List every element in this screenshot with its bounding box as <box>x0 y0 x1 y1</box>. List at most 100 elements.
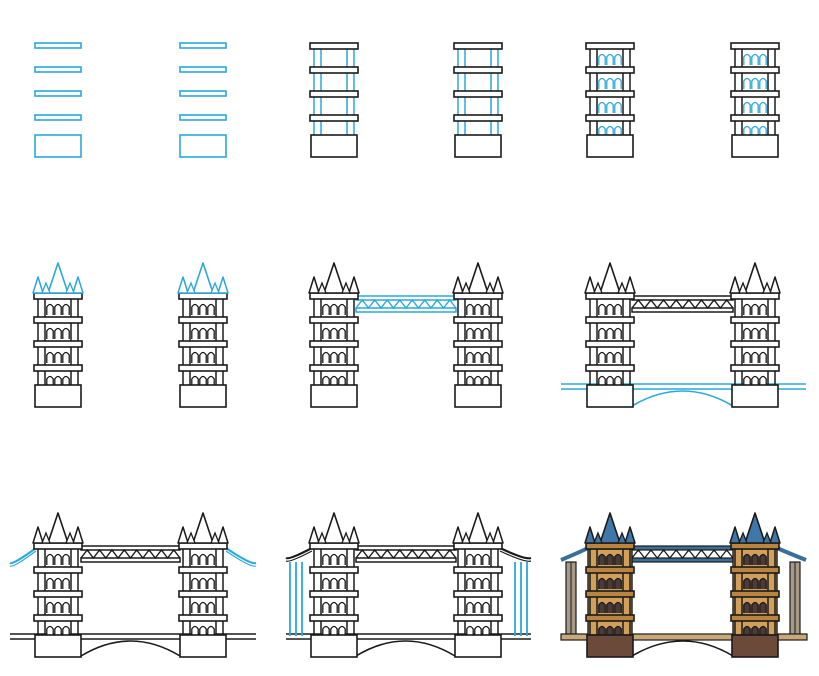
step-9-tower-1 <box>584 512 636 658</box>
tower-arch-2-1 <box>466 577 474 589</box>
tower-band-4 <box>453 614 503 622</box>
tower-base <box>179 634 227 658</box>
tower-base <box>454 634 502 658</box>
tower-band-1 <box>585 292 635 300</box>
tower-band-1 <box>453 542 503 550</box>
tower-arch-2-1 <box>466 327 474 339</box>
tower-arch-3-2 <box>474 351 482 363</box>
new-band-4 <box>34 114 82 121</box>
tower-arch-3-3 <box>482 601 490 613</box>
tower-arch-1-1 <box>466 553 474 565</box>
tower-arch-1-3 <box>759 303 767 315</box>
tower-band-3 <box>309 340 359 348</box>
tower-turret-1 <box>308 526 320 544</box>
new-band-1 <box>179 42 227 49</box>
tower-turret-1 <box>452 276 464 294</box>
tower-arch-2-3 <box>207 327 215 339</box>
new-arch-2-3 <box>614 77 622 89</box>
new-arch-1-2 <box>606 53 614 65</box>
tower-side-spire-2 <box>485 531 495 544</box>
base <box>586 134 634 158</box>
tower-arch-1-3 <box>482 553 490 565</box>
tower-arch-3-1 <box>466 601 474 613</box>
tower-band-2 <box>33 566 83 574</box>
tower-arch-3-3 <box>62 351 70 363</box>
tower-band-2 <box>453 316 503 324</box>
new-arch-1-3 <box>759 53 767 65</box>
roadway-arch <box>80 640 181 657</box>
tower-arch-3-1 <box>46 351 54 363</box>
tower-arch-1-3 <box>614 303 622 315</box>
tower-turret-2 <box>348 276 360 294</box>
tower-centre-spire <box>599 262 621 294</box>
step-8-tower-1 <box>308 512 360 658</box>
step-1-tower-1 <box>34 42 82 158</box>
road-deck <box>560 633 808 641</box>
tower-arch-2-2 <box>330 577 338 589</box>
new-walkway-top-chord <box>355 295 457 301</box>
tower-band-2 <box>309 566 359 574</box>
tower-arch-2-2 <box>606 327 614 339</box>
band-band-3 <box>309 90 359 98</box>
new-walkway-zigzag <box>355 298 457 310</box>
tower-band-4 <box>453 364 503 372</box>
tower-band-2 <box>178 566 228 574</box>
tower-base <box>34 634 82 658</box>
band-band-2 <box>309 66 359 74</box>
road-arch <box>631 640 734 657</box>
tower-arch-3-3 <box>338 601 346 613</box>
tower-turret-2 <box>769 276 781 294</box>
new-band-1 <box>34 42 82 49</box>
tower-side-spire-1 <box>186 281 196 294</box>
new-cable-right-inner <box>225 550 257 567</box>
new-cable-left-inner <box>9 550 37 567</box>
tower-side-spire-1 <box>738 531 748 544</box>
cable-right <box>499 547 532 560</box>
tower-side-spire-2 <box>65 531 75 544</box>
tower-arch-2-3 <box>759 577 767 589</box>
tower-turret-2 <box>769 526 781 544</box>
tower-base <box>731 384 779 408</box>
tower-centre-spire <box>47 262 69 294</box>
walkway-zigzag <box>631 548 734 560</box>
tower-arch-3-1 <box>46 601 54 613</box>
tower-side-spire-1 <box>461 531 471 544</box>
walkway-zigzag <box>80 548 181 560</box>
tower-arch-3-2 <box>199 351 207 363</box>
band-band-4 <box>585 114 635 122</box>
tower-band-3 <box>33 340 83 348</box>
tower-arch-3-1 <box>466 351 474 363</box>
tower-turret-2 <box>72 276 84 294</box>
new-band-2 <box>34 66 82 73</box>
new-roadway-arch <box>631 390 734 407</box>
step-5-panel <box>308 262 504 408</box>
tower-centre-spire <box>323 512 345 544</box>
roadway-arch <box>355 640 456 657</box>
cable-left-inner <box>285 550 313 562</box>
tower-arch-2-2 <box>751 577 759 589</box>
tower-base <box>586 384 634 408</box>
tower-arch-2-1 <box>191 577 199 589</box>
tower-arch-3-3 <box>759 601 767 613</box>
new-arch-3-1 <box>598 101 606 113</box>
tower-turret-1 <box>308 276 320 294</box>
tower-arch-3-2 <box>199 601 207 613</box>
step-3-panel <box>585 42 780 158</box>
tower-band-4 <box>33 364 83 372</box>
tower-centre-spire <box>744 512 766 544</box>
tower-arch-1-1 <box>598 553 606 565</box>
tower-arch-3-2 <box>54 601 62 613</box>
tower-arch-1-2 <box>474 553 482 565</box>
tower-arch-2-3 <box>338 577 346 589</box>
tower-centre-spire <box>323 262 345 294</box>
tower-arch-3-1 <box>191 601 199 613</box>
step-4-tower-2 <box>177 262 229 408</box>
tower-arch-3-1 <box>322 601 330 613</box>
tower-side-spire-1 <box>317 531 327 544</box>
tower-arch-2-3 <box>482 327 490 339</box>
tower-arch-2-2 <box>330 327 338 339</box>
new-band-3 <box>34 90 82 97</box>
tower-side-spire-2 <box>617 281 627 294</box>
tower-band-3 <box>730 590 780 598</box>
